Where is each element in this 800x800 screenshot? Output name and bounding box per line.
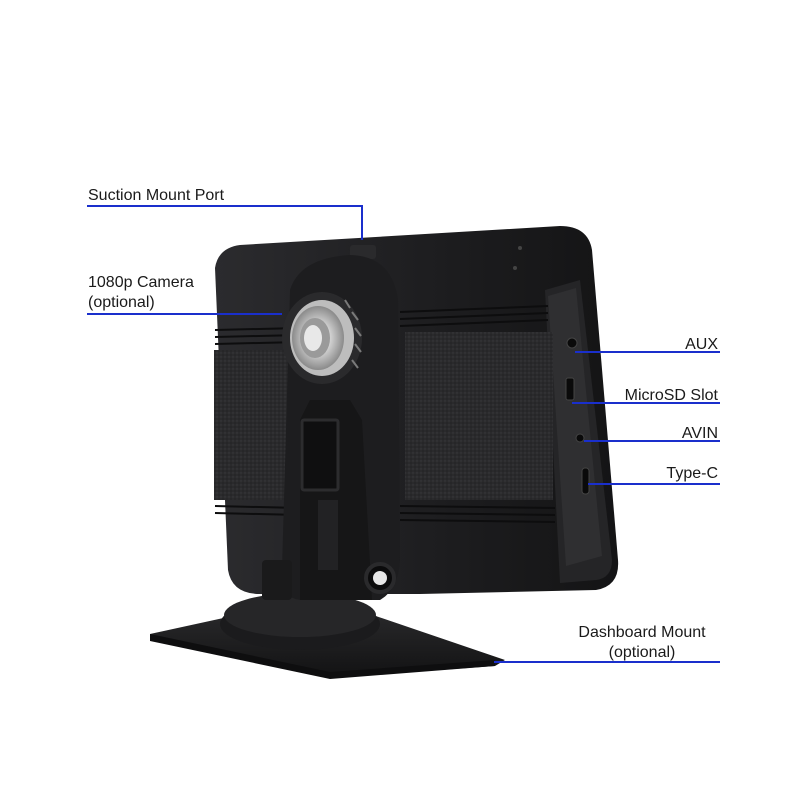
- callout-lines: [87, 205, 720, 663]
- label-line: Suction Mount Port: [88, 187, 225, 204]
- callout-line-suction-mount-port: [87, 205, 363, 240]
- label-microsd: MicroSD Slot: [625, 386, 718, 406]
- label-line: (optional): [88, 294, 155, 311]
- label-line: Dashboard Mount: [578, 624, 706, 641]
- label-type-c: Type-C: [666, 464, 718, 484]
- label-line: MicroSD Slot: [624, 387, 718, 404]
- label-line: Type-C: [666, 465, 718, 482]
- label-line: 1080p Camera: [88, 274, 194, 291]
- label-avin: AVIN: [682, 424, 718, 444]
- label-camera: 1080p Camera (optional): [88, 273, 194, 313]
- dashboard-mount-base: [150, 593, 505, 679]
- camera-lens: [282, 292, 362, 384]
- label-suction-mount-port: Suction Mount Port: [88, 186, 224, 206]
- label-line: (optional): [608, 644, 676, 661]
- label-dashboard-mount: Dashboard Mount (optional): [562, 623, 722, 663]
- label-line: AUX: [685, 336, 718, 353]
- label-aux: AUX: [685, 335, 718, 355]
- screen-housing: [214, 226, 619, 594]
- label-line: AVIN: [681, 425, 718, 442]
